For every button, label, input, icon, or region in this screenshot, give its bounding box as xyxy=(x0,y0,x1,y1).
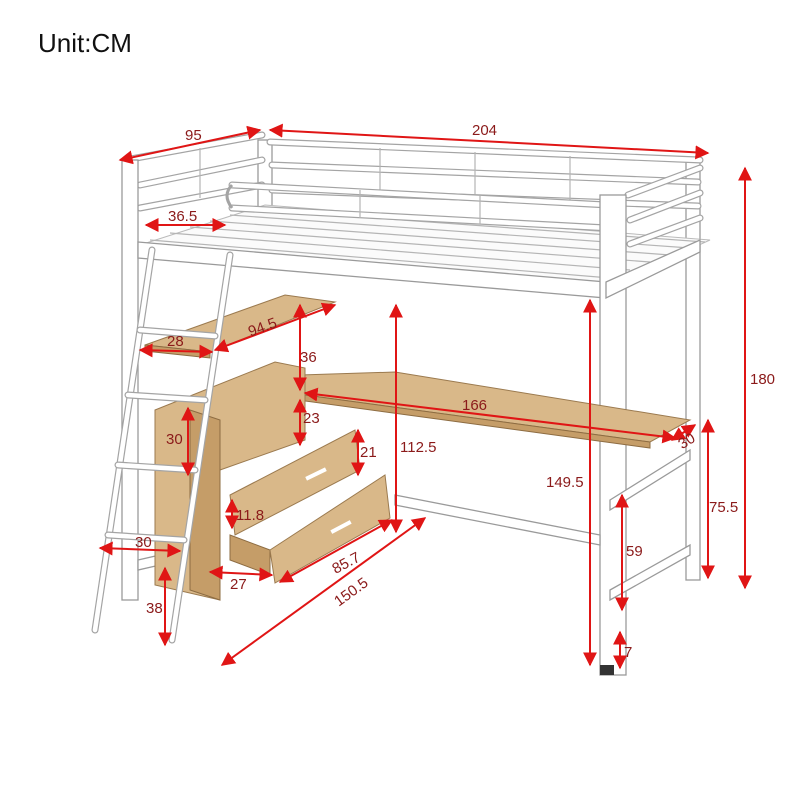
right-end-guardrail xyxy=(624,164,704,248)
label-bed-width: 95 xyxy=(185,127,202,144)
right-end-rail xyxy=(605,238,701,300)
dimension-lines xyxy=(98,123,752,670)
lower-back-rail xyxy=(394,494,601,546)
lower-end-rail-lower xyxy=(609,543,691,602)
label-total-height: 180 xyxy=(750,371,775,388)
label-desk-total-length: 150.5 xyxy=(331,574,371,610)
label-drawer-height: 21 xyxy=(360,444,377,461)
dim-line-ladder-step xyxy=(98,541,182,558)
label-ladder-step: 30 xyxy=(135,534,152,551)
label-cabinet-upper: 23 xyxy=(303,410,320,427)
dimension-labels: 95 204 36.5 180 94.5 28 36 23 30 21 166 … xyxy=(135,122,775,661)
label-bed-length: 204 xyxy=(472,122,497,139)
label-under-bed-clearance: 149.5 xyxy=(546,474,584,491)
dim-line-desk-length xyxy=(303,387,677,444)
label-desk-shelf-height: 112.5 xyxy=(400,439,436,456)
label-desk-height: 75.5 xyxy=(709,499,738,516)
dim-line-desk-depth xyxy=(670,424,697,441)
label-shelf-to-desk: 36 xyxy=(300,349,317,366)
front-right-foot xyxy=(600,665,614,675)
label-cabinet-height: 30 xyxy=(166,431,183,448)
front-guardrail xyxy=(225,181,612,232)
label-ladder-offset: 38 xyxy=(146,600,163,617)
unit-label: Unit:CM xyxy=(38,28,132,58)
dim-line-bed-width xyxy=(118,125,262,165)
label-drawer-front: 11.8 xyxy=(236,507,264,524)
label-drawer-inner: 27 xyxy=(230,576,247,593)
dim-line-desk-total-length xyxy=(220,517,427,666)
lower-end-rail-upper xyxy=(609,448,691,512)
label-guardrail-gap: 36.5 xyxy=(168,208,197,225)
lower-drawer-side xyxy=(229,534,271,576)
label-desk-depth: 30 xyxy=(675,430,698,453)
dim-line-shelf-length xyxy=(213,302,337,353)
left-end-guardrail xyxy=(121,131,266,212)
dim-line-shelf-depth xyxy=(138,343,214,359)
label-drawer-width: 85.7 xyxy=(329,549,363,578)
label-desk-length: 166 xyxy=(462,397,487,414)
label-leg-foot: 7 xyxy=(624,644,632,661)
upper-drawer-handle xyxy=(305,467,327,481)
label-lower-rail-height: 59 xyxy=(626,543,643,560)
dim-line-bed-length xyxy=(268,123,710,160)
label-shelf-depth: 28 xyxy=(167,333,184,350)
